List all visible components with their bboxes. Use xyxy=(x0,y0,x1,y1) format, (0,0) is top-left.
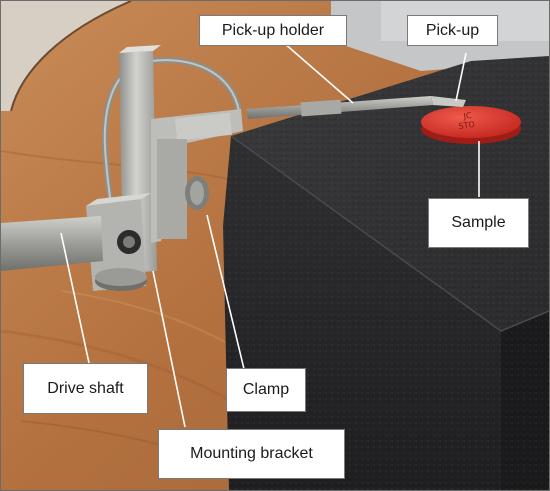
pickup-holder-label: Pick-up holder xyxy=(199,15,347,46)
pickup-label: Pick-up xyxy=(407,15,498,46)
sample-marking-line-1: JC xyxy=(462,111,473,121)
mounting-bracket-label: Mounting bracket xyxy=(158,429,345,479)
drive-shaft-label: Drive shaft xyxy=(23,363,148,414)
sample-label: Sample xyxy=(428,198,529,248)
clamp-label: Clamp xyxy=(226,368,306,412)
sample-marking-line-2: STO xyxy=(458,120,475,131)
